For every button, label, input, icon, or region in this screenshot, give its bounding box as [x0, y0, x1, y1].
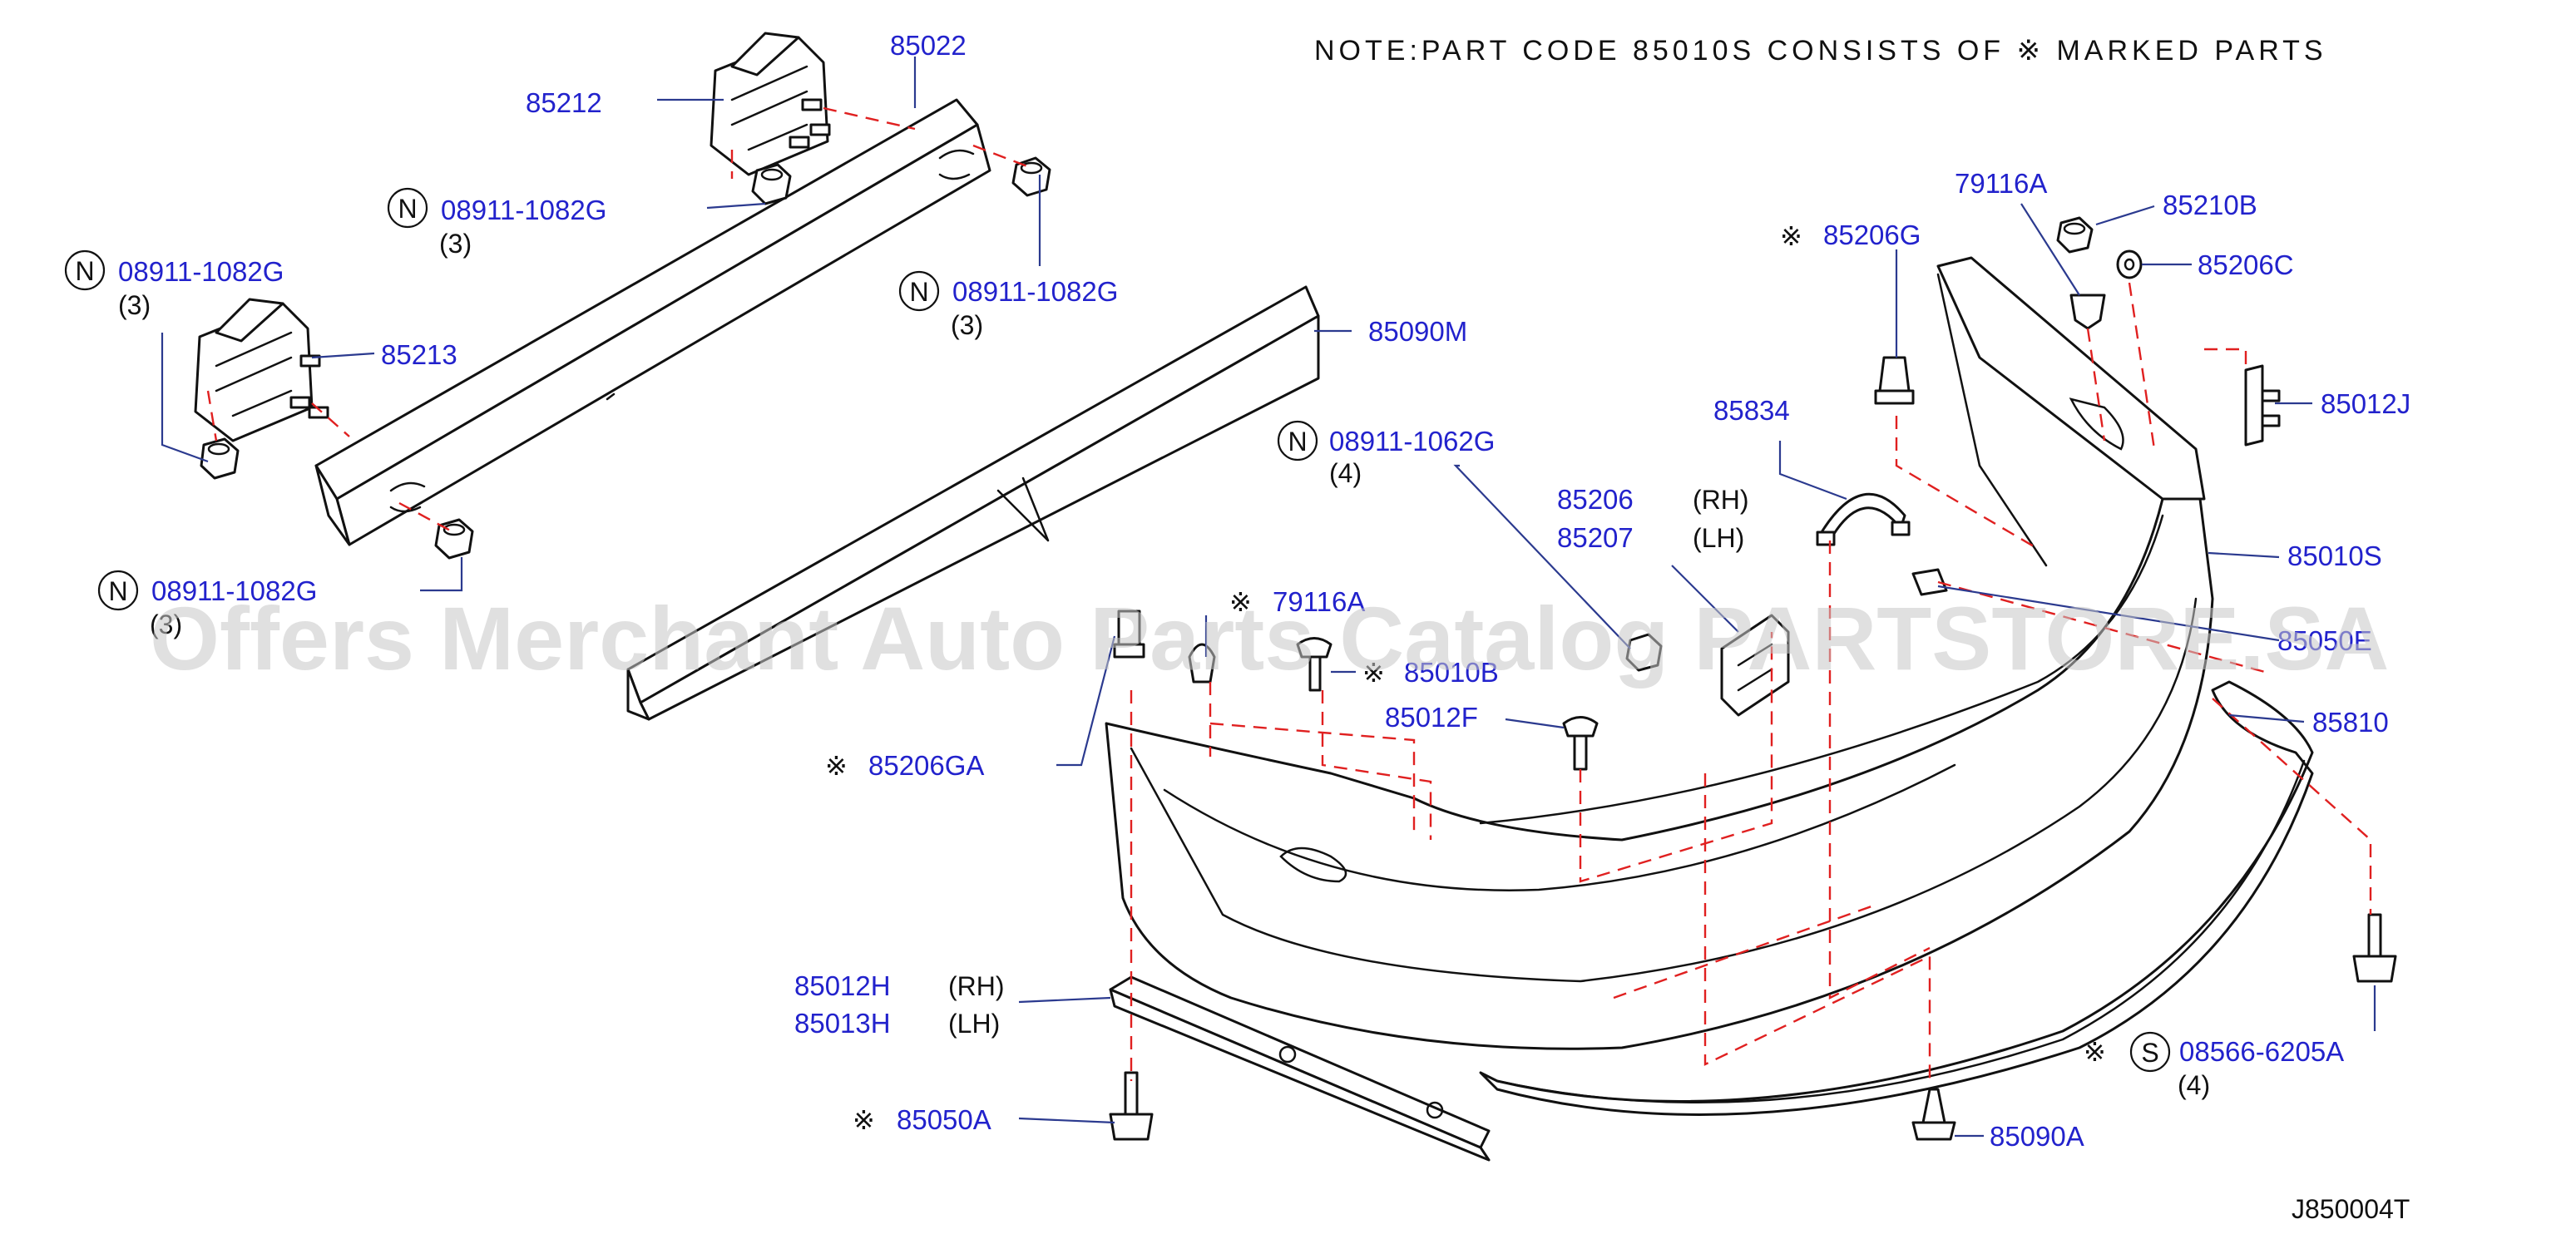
label-08566-6205a[interactable]: 08566-6205A	[2179, 1036, 2344, 1067]
energy-absorber-85090m[interactable]	[626, 285, 1320, 721]
svg-text:N: N	[909, 277, 928, 307]
clip-85010b[interactable]	[1296, 637, 1332, 692]
qty-08911-1082g-a: (3)	[439, 229, 472, 259]
label-85213[interactable]: 85213	[381, 339, 457, 370]
svg-text:N: N	[108, 576, 127, 606]
bumper-reinforcement-beam[interactable]	[314, 98, 991, 546]
marked-icon: ※	[825, 751, 848, 781]
label-85207[interactable]: 85207	[1557, 522, 1634, 553]
bumper-fascia-85010s[interactable]	[1105, 256, 2214, 1050]
label-85090m[interactable]: 85090M	[1368, 316, 1467, 347]
label-08911-1082g-d[interactable]: 08911-1082G	[151, 575, 317, 606]
label-85022[interactable]: 85022	[890, 30, 967, 61]
label-85012h[interactable]: 85012H	[794, 970, 891, 1001]
qty-08911-1082g-c: (3)	[951, 310, 983, 340]
nut-symbol-icon: N	[64, 249, 106, 291]
svg-text:N: N	[1288, 427, 1307, 457]
lower-protector-85012h[interactable]	[1109, 975, 1491, 1162]
marked-icon: ※	[853, 1105, 875, 1135]
label-08911-1082g-c[interactable]: 08911-1082G	[952, 276, 1118, 307]
svg-text:※: ※	[1780, 221, 1802, 251]
bracket-85050e[interactable]	[1911, 568, 1948, 596]
note-text: NOTE:PART CODE 85010S CONSISTS OF ※ MARK…	[1314, 35, 2327, 67]
nut-08911-1062g[interactable]	[1625, 633, 1663, 672]
clip-85206g[interactable]	[1874, 356, 1915, 405]
label-85206g[interactable]: 85206G	[1823, 220, 1921, 250]
clip-79116a-top[interactable]	[2069, 294, 2106, 330]
label-85010s[interactable]: 85010S	[2287, 540, 2382, 571]
svg-text:※: ※	[2084, 1037, 2106, 1067]
label-85090a[interactable]: 85090A	[1990, 1121, 2084, 1152]
label-08911-1082g-b[interactable]: 08911-1082G	[118, 256, 284, 287]
qty-08911-1082g-d: (3)	[150, 610, 182, 639]
label-85010b[interactable]: 85010B	[1404, 657, 1499, 688]
clip-85050a[interactable]	[1109, 1071, 1154, 1141]
label-85050e[interactable]: 85050E	[2277, 625, 2372, 656]
label-85012f[interactable]: 85012F	[1385, 702, 1478, 733]
label-85012j[interactable]: 85012J	[2321, 388, 2410, 419]
svg-text:※: ※	[853, 1105, 875, 1135]
label-85013h[interactable]: 85013H	[794, 1008, 891, 1039]
clip-85206ga[interactable]	[1113, 610, 1145, 659]
leader-lines	[161, 57, 2376, 1138]
nut-symbol-icon: N	[1277, 420, 1318, 462]
washer-85206c[interactable]	[2116, 249, 2143, 279]
label-85834[interactable]: 85834	[1713, 395, 1790, 426]
clip-85012f[interactable]	[1562, 716, 1599, 771]
qty-08566-6205a: (4)	[2178, 1070, 2210, 1100]
assembly-lines	[206, 106, 2372, 1081]
screw-symbol-icon: S	[2129, 1031, 2171, 1073]
nut-icon	[200, 437, 240, 480]
marked-icon: ※	[1780, 221, 1802, 251]
bracket-85012j[interactable]	[2244, 364, 2281, 447]
marked-icon: ※	[1229, 587, 1252, 617]
nut-icon	[751, 163, 792, 205]
lower-molding-85810[interactable]	[1479, 680, 2314, 1116]
marked-icon: ※	[1362, 658, 1385, 688]
side-85013h: (LH)	[948, 1009, 1000, 1039]
nut-symbol-icon: N	[387, 187, 428, 229]
label-85210b[interactable]: 85210B	[2163, 190, 2257, 220]
watermark: Offers Merchant Auto Parts Catalog PARTS…	[150, 588, 2389, 689]
label-79116a-top[interactable]: 79116A	[1955, 168, 2047, 199]
label-85206[interactable]: 85206	[1557, 484, 1634, 515]
label-85206c[interactable]: 85206C	[2198, 249, 2294, 280]
qty-08911-1062g: (4)	[1329, 458, 1362, 488]
marked-icon: ※	[2084, 1037, 2106, 1067]
label-79116a-mid[interactable]: 79116A	[1273, 586, 1365, 617]
svg-text:S: S	[2141, 1038, 2158, 1068]
bumper-stay-85212[interactable]	[710, 32, 831, 176]
label-85810[interactable]: 85810	[2312, 707, 2389, 738]
label-85212[interactable]: 85212	[526, 87, 602, 118]
label-08911-1082g-a[interactable]: 08911-1082G	[441, 195, 606, 225]
nut-symbol-icon: N	[97, 570, 139, 611]
bumper-stay-85213[interactable]	[194, 298, 329, 442]
label-85050a[interactable]: 85050A	[897, 1104, 991, 1135]
nut-symbol-icon: N	[898, 270, 940, 312]
side-85012h: (RH)	[948, 971, 1005, 1001]
clip-85090a[interactable]	[1911, 1088, 1956, 1141]
bracket-85834[interactable]	[1816, 492, 1911, 546]
qty-08911-1082g-b: (3)	[118, 290, 151, 320]
diagram-code: J850004T	[2292, 1194, 2410, 1224]
svg-text:N: N	[75, 256, 94, 286]
screw-08566-6205a[interactable]	[2352, 913, 2397, 983]
svg-text:※: ※	[825, 751, 848, 781]
label-85206ga[interactable]: 85206GA	[868, 750, 984, 781]
svg-text:N: N	[398, 194, 417, 224]
svg-text:※: ※	[1362, 658, 1385, 688]
nut-icon	[434, 518, 474, 560]
svg-text:※: ※	[1229, 587, 1252, 617]
side-85206: (RH)	[1693, 485, 1749, 515]
label-08911-1062g[interactable]: 08911-1062G	[1329, 426, 1495, 457]
side-85207: (LH)	[1693, 523, 1744, 553]
screw-85210b[interactable]	[2056, 216, 2094, 254]
